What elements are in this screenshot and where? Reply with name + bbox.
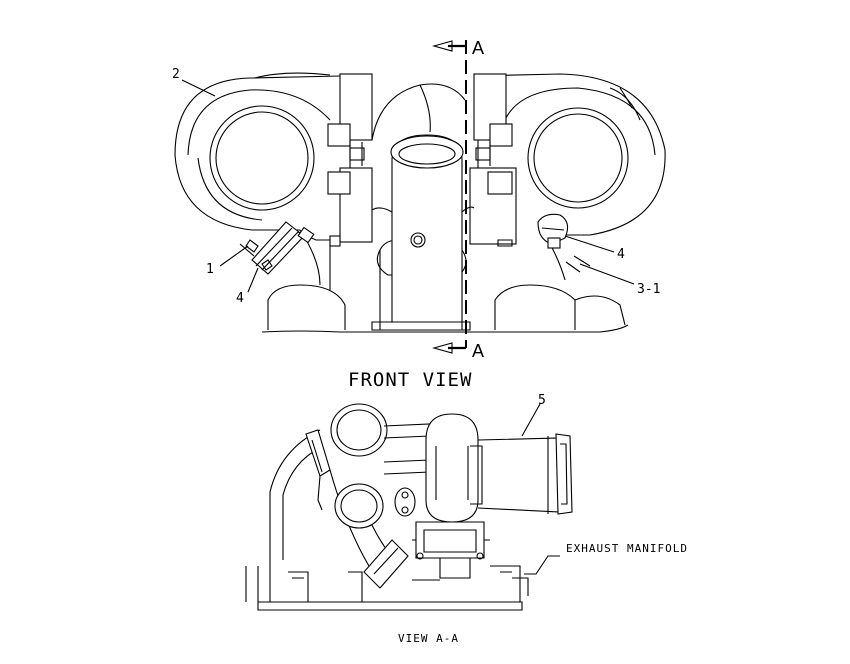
- right-clamp-bracket: [497, 213, 591, 273]
- right-center-housing: [469, 73, 517, 245]
- exhaust-manifold-label: EXHAUST MANIFOLD: [566, 542, 688, 555]
- front-view-leaders: [181, 79, 635, 293]
- exhaust-elbow: [371, 83, 475, 331]
- section-marker-bottom: A: [472, 341, 484, 361]
- callout-5: 5: [538, 393, 546, 408]
- view-a-a-drawing: [245, 403, 573, 611]
- callout-4-left: 4: [236, 291, 244, 306]
- right-turbocharger: [473, 73, 666, 236]
- callout-1: 1: [206, 262, 214, 277]
- view-a-a-title: VIEW A-A: [398, 632, 459, 645]
- view-a-a-leaders: [521, 403, 560, 575]
- callout-4-right: 4: [617, 247, 625, 262]
- callout-2: 2: [172, 67, 180, 82]
- front-view-title: FRONT VIEW: [348, 369, 472, 391]
- left-center-housing: [327, 73, 373, 243]
- section-marker-top: A: [472, 38, 484, 58]
- left-clamp-bracket: [239, 221, 341, 275]
- front-view-drawing: [174, 40, 666, 354]
- left-turbocharger: [174, 72, 341, 231]
- callout-3-1: 3-1: [637, 282, 660, 297]
